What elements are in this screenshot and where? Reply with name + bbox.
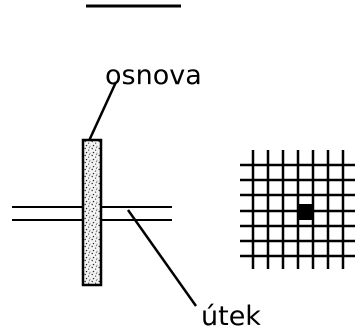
weft-label: útek xyxy=(201,301,261,329)
warp-thread xyxy=(81,138,103,287)
highlighted-cell xyxy=(297,204,313,220)
weft-leader-line xyxy=(126,209,198,307)
warp-leader-line xyxy=(86,81,118,144)
warp-label: osnova xyxy=(105,60,202,91)
